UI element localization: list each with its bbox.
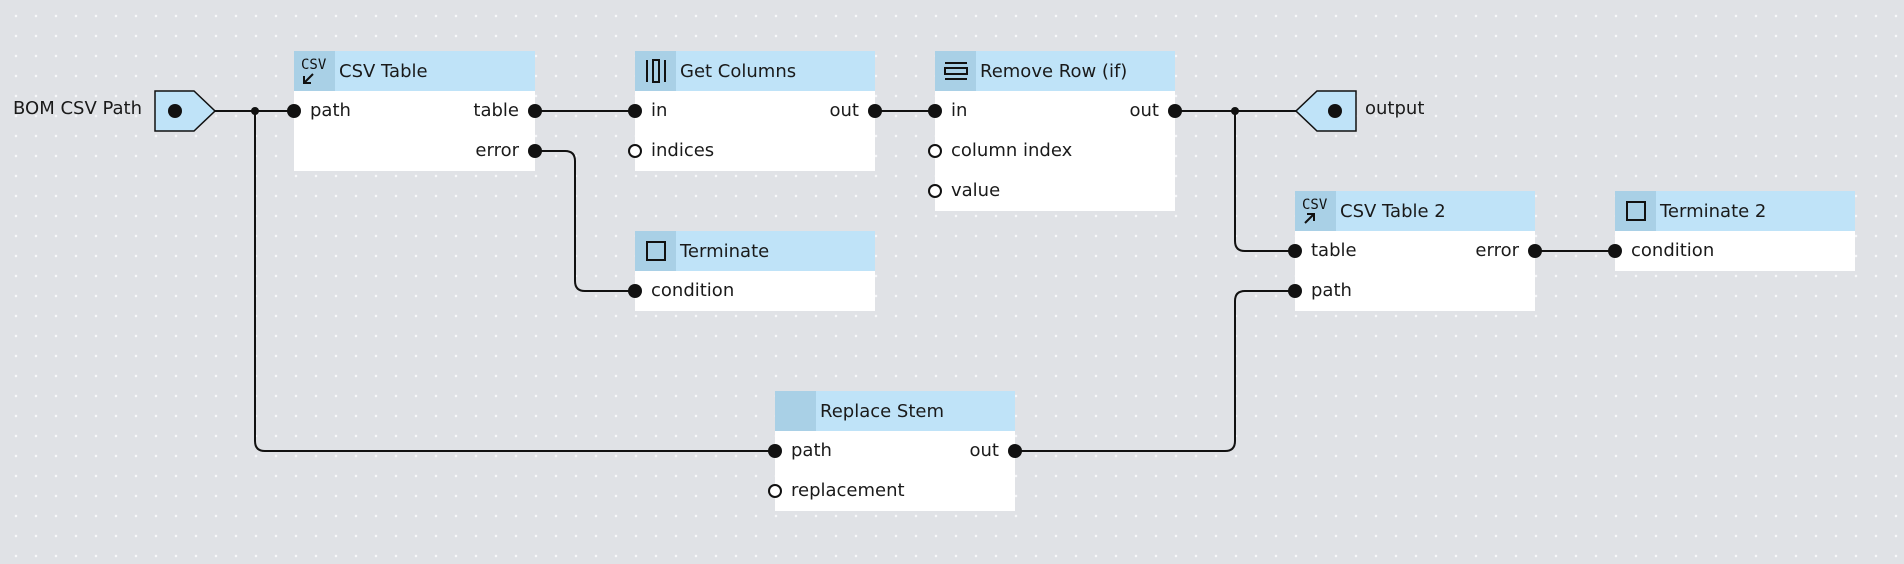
port-row: in out <box>628 91 882 131</box>
output-port-out[interactable] <box>1008 444 1022 458</box>
input-port-in[interactable] <box>628 104 642 118</box>
wire-junction <box>251 107 259 115</box>
input-port-table[interactable] <box>1288 244 1302 258</box>
wire-csv-error-to-terminate <box>535 150 635 292</box>
rows-icon <box>935 51 976 91</box>
input-port-column-index[interactable] <box>928 144 942 158</box>
node-title: Get Columns <box>680 60 797 82</box>
port-label: out <box>1129 100 1159 121</box>
node-get-columns[interactable]: Get Columns in out indices <box>628 51 882 171</box>
port-row: condition <box>1608 231 1855 271</box>
node-remove-row[interactable]: Remove Row (if) in out column index valu… <box>928 51 1182 211</box>
port-label: out <box>969 440 999 461</box>
node-header[interactable]: CSV CSV Table 2 <box>1295 191 1535 231</box>
svg-text:CSV: CSV <box>301 57 327 73</box>
port-label: table <box>1311 240 1357 261</box>
port-label: path <box>310 100 351 121</box>
node-terminate[interactable]: Terminate condition <box>628 231 875 311</box>
input-port-in[interactable] <box>928 104 942 118</box>
output-port-table[interactable] <box>528 104 542 118</box>
port-label: out <box>829 100 859 121</box>
input-port-path[interactable] <box>1288 284 1302 298</box>
csv-import-icon: CSV <box>294 51 335 91</box>
output-port-out[interactable] <box>1168 104 1182 118</box>
input-port-condition[interactable] <box>1608 244 1622 258</box>
node-header[interactable]: CSV CSV Table <box>294 51 535 91</box>
port-label: error <box>1475 240 1519 261</box>
node-title: CSV Table 2 <box>1340 200 1446 222</box>
port-row: indices <box>628 131 875 171</box>
wire-junction <box>1231 107 1239 115</box>
port-label: condition <box>1631 240 1715 261</box>
node-title: Terminate <box>680 240 770 262</box>
node-header[interactable]: Terminate 2 <box>1615 191 1855 231</box>
port-row: in out <box>928 91 1182 131</box>
input-port-replacement[interactable] <box>768 484 782 498</box>
output-port-error[interactable] <box>528 144 542 158</box>
port-label: path <box>1311 280 1352 301</box>
port-row: path out <box>768 431 1022 471</box>
port-row: path table <box>287 91 542 131</box>
port-label: condition <box>651 280 735 301</box>
port-row: value <box>928 171 1175 211</box>
node-header[interactable]: Get Columns <box>635 51 875 91</box>
port-row: condition <box>628 271 875 311</box>
node-title: CSV Table <box>339 60 428 82</box>
port-label: table <box>473 100 519 121</box>
graph-output-tag[interactable] <box>1295 90 1357 132</box>
wire-input-to-replace-path <box>254 111 775 452</box>
output-port-out[interactable] <box>868 104 882 118</box>
svg-text:CSV: CSV <box>1302 197 1328 213</box>
wire-remove-row-to-csv2-table <box>1234 111 1295 252</box>
port-row: replacement <box>768 471 1015 511</box>
node-header[interactable]: Remove Row (if) <box>935 51 1175 91</box>
port-label: value <box>951 180 1001 201</box>
port-label: in <box>951 100 968 121</box>
node-header[interactable]: Terminate <box>635 231 875 271</box>
graph-input-tag[interactable] <box>154 90 216 132</box>
output-port-error[interactable] <box>1528 244 1542 258</box>
graph-output-label: output <box>1365 98 1425 119</box>
wire-replace-stem-to-csv2-path <box>1015 290 1295 452</box>
port-row: table error <box>1288 231 1542 271</box>
square-icon <box>635 231 676 271</box>
node-header[interactable]: Replace Stem <box>775 391 1015 431</box>
port-label: path <box>791 440 832 461</box>
input-port-value[interactable] <box>928 184 942 198</box>
port-row: path <box>1288 271 1535 311</box>
columns-icon <box>635 51 676 91</box>
port-row: column index <box>928 131 1175 171</box>
port-label: error <box>475 140 519 161</box>
input-port-condition[interactable] <box>628 284 642 298</box>
square-icon <box>1615 191 1656 231</box>
node-title: Remove Row (if) <box>980 60 1128 82</box>
port-label: column index <box>951 140 1073 161</box>
csv-export-icon: CSV <box>1295 191 1336 231</box>
node-replace-stem[interactable]: Replace Stem path out replacement <box>768 391 1022 511</box>
node-csv-table-2[interactable]: CSV CSV Table 2 table error path <box>1288 191 1542 311</box>
node-csv-table[interactable]: CSV CSV Table path table error <box>287 51 542 171</box>
port-label: replacement <box>791 480 905 501</box>
blank-icon <box>775 391 816 431</box>
input-port-indices[interactable] <box>628 144 642 158</box>
graph-input-label: BOM CSV Path <box>13 98 143 119</box>
port-row: error <box>294 131 542 171</box>
node-title: Replace Stem <box>820 400 945 422</box>
input-port-path[interactable] <box>768 444 782 458</box>
node-terminate-2[interactable]: Terminate 2 condition <box>1608 191 1855 271</box>
input-port-path[interactable] <box>287 104 301 118</box>
port-label: indices <box>651 140 715 161</box>
node-title: Terminate 2 <box>1660 200 1767 222</box>
port-label: in <box>651 100 668 121</box>
